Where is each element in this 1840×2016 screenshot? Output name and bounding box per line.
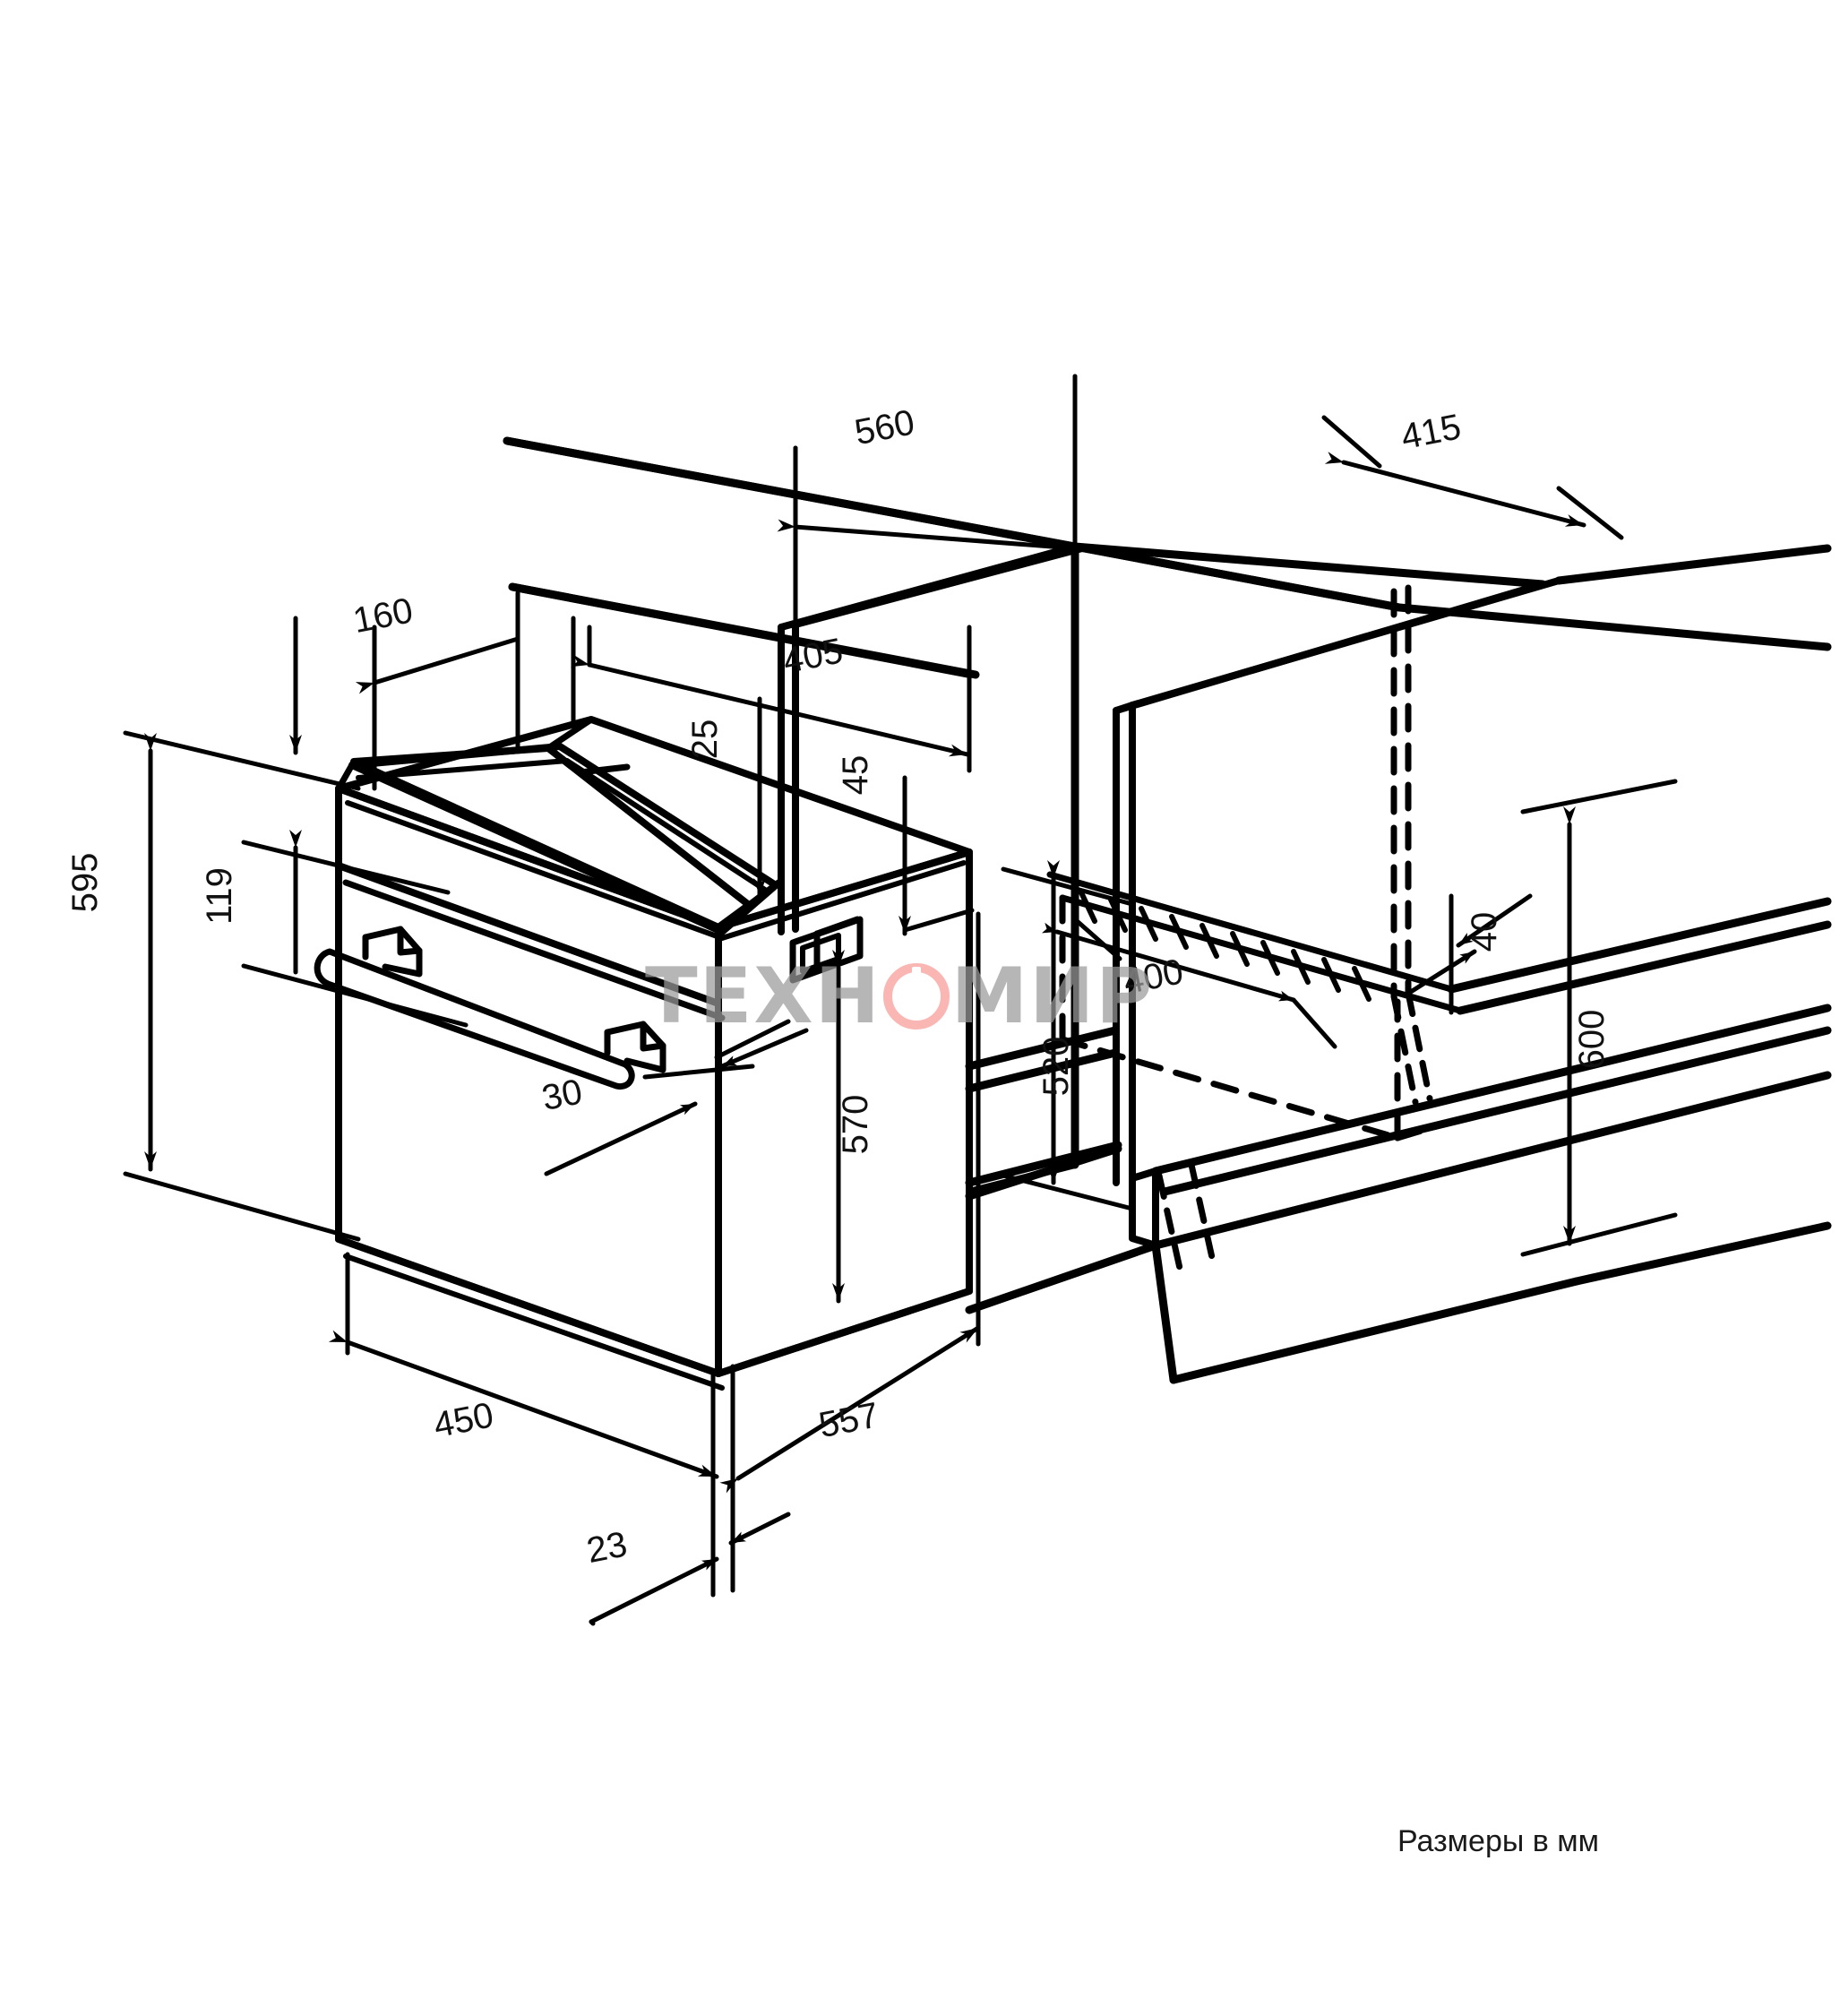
dimension-label-30: 30 (538, 1072, 585, 1118)
dimension-label-160: 160 (350, 590, 417, 641)
dimension-label-570: 570 (836, 1095, 875, 1155)
power-icon (882, 963, 950, 1030)
dimension-label-23: 23 (583, 1524, 630, 1571)
units-note: Размеры в мм (1397, 1824, 1600, 1858)
dimension-label-557: 557 (816, 1395, 882, 1445)
dimension-label-45: 45 (836, 755, 875, 796)
watermark-technomir: ТЕХН МИР (645, 952, 1154, 1041)
dimension-label-415: 415 (1398, 407, 1465, 457)
dimension-label-560: 560 (852, 402, 918, 452)
dimension-label-40: 40 (1465, 912, 1504, 952)
dimension-label-450: 450 (431, 1395, 497, 1445)
dimension-label-25: 25 (685, 719, 725, 760)
watermark-text-before: ТЕХН (645, 952, 881, 1041)
dimension-label-520: 520 (1036, 1037, 1076, 1097)
dimension-label-595: 595 (65, 853, 105, 913)
dimension-label-600: 600 (1572, 1010, 1612, 1070)
dimension-label-119: 119 (200, 867, 239, 925)
watermark-text-after: МИР (950, 952, 1155, 1041)
